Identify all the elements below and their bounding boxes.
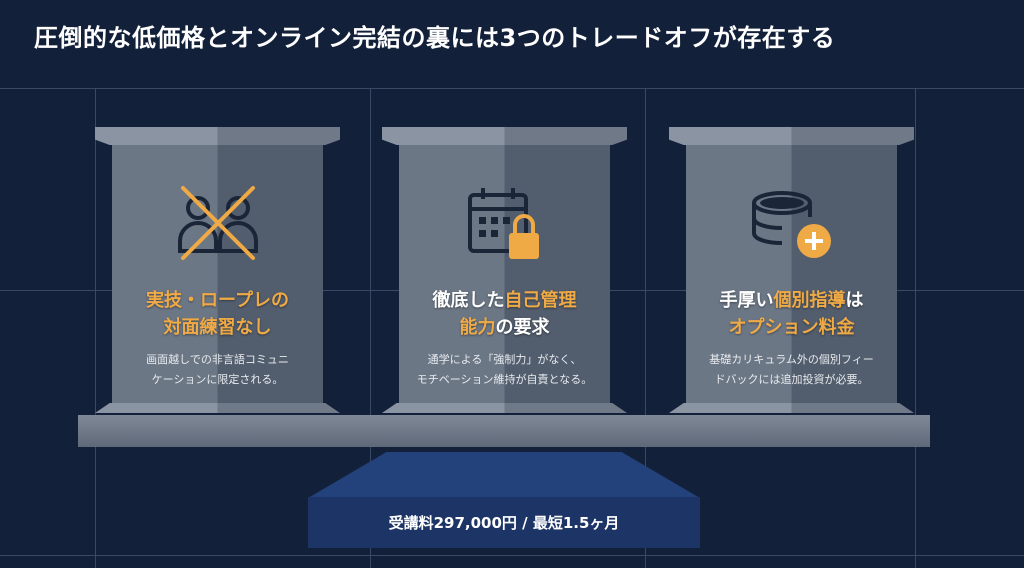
pillar-base <box>669 403 914 413</box>
desc-line: モチベーション維持が自責となる。 <box>416 373 593 386</box>
pillar-capital <box>382 127 627 145</box>
pillar-shaft: 手厚い個別指導は オプション料金 基礎カリキュラム外の個別フィー ドバックには追… <box>686 145 897 403</box>
grid-line <box>95 88 96 568</box>
desc-line: 基礎カリキュラム外の個別フィー <box>709 353 874 366</box>
desc-line: ドバックには追加投資が必要。 <box>714 373 869 386</box>
calendar-lock-icon <box>467 188 539 259</box>
grid-line <box>0 88 1024 89</box>
grid-line <box>0 555 1024 556</box>
heading-text: の要求 <box>495 317 550 338</box>
coins-plus-icon <box>751 191 831 258</box>
pillar-heading: 手厚い個別指導は オプション料金 <box>686 287 897 341</box>
desc-line: 画面越しでの非言語コミュニ <box>146 353 289 366</box>
foundation-step <box>308 452 700 498</box>
heading-text: 徹底した <box>432 290 505 311</box>
grid-line <box>915 88 916 568</box>
pillar-description: 画面越しでの非言語コミュニ ケーションに限定される。 <box>112 350 323 390</box>
foundation-beam <box>78 415 930 447</box>
pillar-heading: 実技・ロープレの 対面練習なし <box>112 287 323 341</box>
desc-line: 通学による「強制力」がなく、 <box>427 353 582 366</box>
price-text: 受講料297,000円 / 最短1.5ヶ月 <box>388 514 620 532</box>
pillar-heading: 徹底した自己管理 能力の要求 <box>399 287 610 341</box>
pillar-description: 通学による「強制力」がなく、 モチベーション維持が自責となる。 <box>399 350 610 390</box>
pillar-option-fee: 手厚い個別指導は オプション料金 基礎カリキュラム外の個別フィー ドバックには追… <box>669 127 914 413</box>
grid-line <box>645 88 646 568</box>
pillar-description: 基礎カリキュラム外の個別フィー ドバックには追加投資が必要。 <box>686 350 897 390</box>
pillar-base <box>382 403 627 413</box>
pillar-shaft: 徹底した自己管理 能力の要求 通学による「強制力」がなく、 モチベーション維持が… <box>399 145 610 403</box>
pillar-self-management: 徹底した自己管理 能力の要求 通学による「強制力」がなく、 モチベーション維持が… <box>382 127 627 413</box>
pillar-capital <box>95 127 340 145</box>
pillar-face-to-face: 実技・ロープレの 対面練習なし 画面越しでの非言語コミュニ ケーションに限定され… <box>95 127 340 413</box>
pillar-shaft: 実技・ロープレの 対面練習なし 画面越しでの非言語コミュニ ケーションに限定され… <box>112 145 323 403</box>
heading-line: 対面練習なし <box>163 317 272 338</box>
grid-line <box>370 88 371 568</box>
crossed-out-people-icon <box>177 186 258 260</box>
heading-highlight: 個別指導 <box>773 290 846 311</box>
slide-title: 圧倒的な低価格とオンライン完結の裏には3つのトレードオフが存在する <box>34 24 836 52</box>
heading-text: は <box>845 290 864 311</box>
heading-highlight: 能力 <box>459 317 496 338</box>
heading-highlight: 自己管理 <box>504 290 577 311</box>
heading-highlight: オプション料金 <box>728 317 855 338</box>
heading-line: 実技・ロープレの <box>146 290 289 311</box>
heading-text: 手厚い <box>719 290 774 311</box>
desc-line: ケーションに限定される。 <box>151 373 284 386</box>
pillar-capital <box>669 127 914 145</box>
price-foundation: 受講料297,000円 / 最短1.5ヶ月 <box>308 497 700 548</box>
pillar-base <box>95 403 340 413</box>
